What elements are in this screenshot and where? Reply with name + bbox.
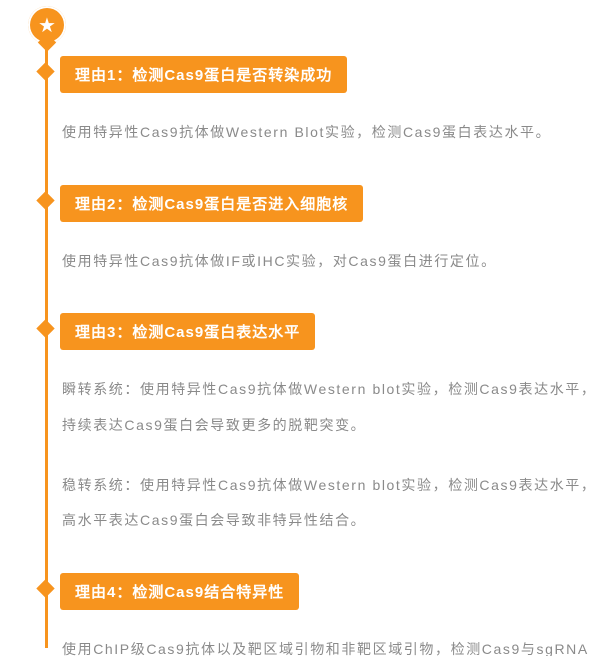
timeline-line xyxy=(45,46,48,648)
reason-3-paragraph-transient: 瞬转系统：使用特异性Cas9抗体做Western blot实验，检测Cas9表达… xyxy=(62,381,597,434)
reason-1-badge: 理由1：检测Cas9蛋白是否转染成功 xyxy=(60,56,348,93)
reason-2-badge: 理由2：检测Cas9蛋白是否进入细胞核 xyxy=(60,184,364,222)
timeline-section-2: 理由2：检测Cas9蛋白是否进入细胞核 使用特异性Cas9抗体做IF或IHC实验… xyxy=(36,184,601,280)
reason-3-badge: 理由3：检测Cas9蛋白表达水平 xyxy=(60,313,316,351)
timeline-node-diamond xyxy=(36,62,55,81)
reason-1-paragraph: 使用特异性Cas9抗体做Western Blot实验，检测Cas9蛋白表达水平。 xyxy=(62,124,552,140)
timeline-section-4: 理由4：检测Cas9结合特异性 使用ChIP级Cas9抗体以及靶区域引物和非靶区… xyxy=(36,573,601,656)
reason-4-paragraph: 使用ChIP级Cas9抗体以及靶区域引物和非靶区域引物，检测Cas9与sgRNA… xyxy=(62,641,589,656)
reason-2-paragraph: 使用特异性Cas9抗体做IF或IHC实验，对Cas9蛋白进行定位。 xyxy=(62,252,497,269)
timeline-node-diamond xyxy=(36,319,55,339)
timeline-content: 理由1：检测Cas9蛋白是否转染成功 使用特异性Cas9抗体做Western B… xyxy=(36,56,601,656)
reason-4-badge: 理由4：检测Cas9结合特异性 xyxy=(60,573,300,611)
star-icon: ★ xyxy=(38,13,56,37)
timeline-node-diamond xyxy=(36,190,55,210)
timeline-section-3: 理由3：检测Cas9蛋白表达水平 瞬转系统：使用特异性Cas9抗体做Wester… xyxy=(36,313,601,539)
timeline-node-diamond xyxy=(36,579,55,598)
reason-3-paragraph-stable: 稳转系统：使用特异性Cas9抗体做Western blot实验，检测Cas9表达… xyxy=(62,476,597,529)
star-pin-icon: ★ xyxy=(28,6,66,44)
timeline-section-1: 理由1：检测Cas9蛋白是否转染成功 使用特异性Cas9抗体做Western B… xyxy=(36,56,601,151)
